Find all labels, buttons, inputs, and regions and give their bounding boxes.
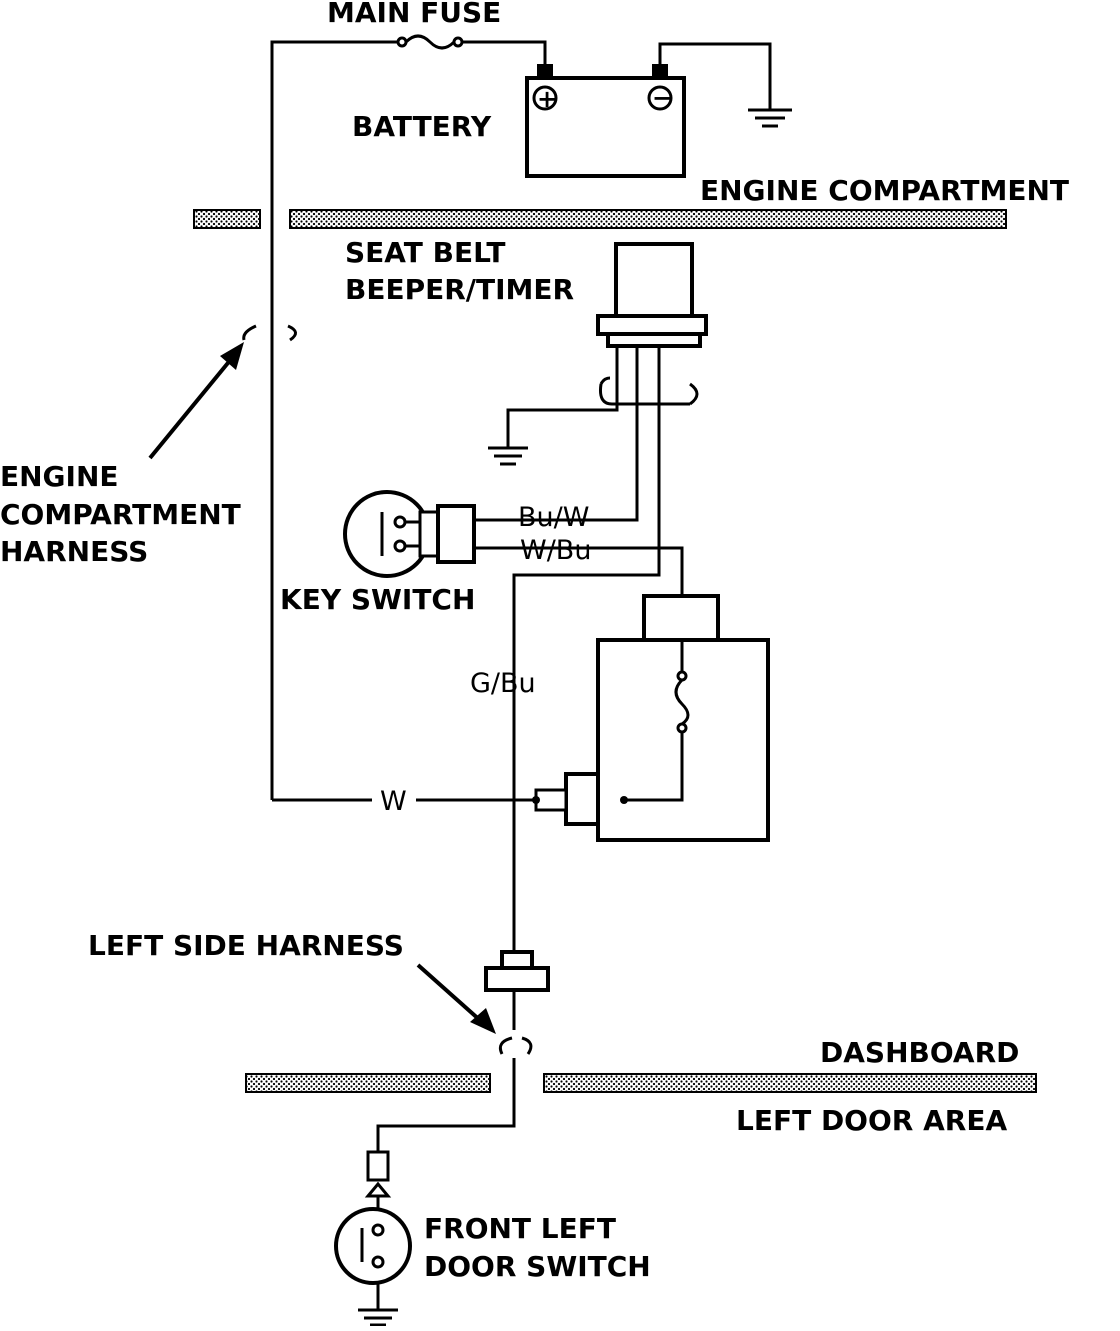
- engine-compartment-harness-arrow: ENGINE COMPARTMENT HARNESS: [0, 342, 244, 568]
- dashboard-label: DASHBOARD: [820, 1036, 1019, 1069]
- fuse-icon: [674, 678, 690, 726]
- main-fuse-label: MAIN FUSE: [327, 0, 501, 29]
- harness-label-line2: COMPARTMENT: [0, 498, 241, 531]
- seat-belt-label-line1: SEAT BELT: [345, 236, 505, 269]
- wire-label-w-bu: W/Bu: [520, 535, 591, 566]
- dashboard-divider: DASHBOARD LEFT DOOR AREA: [245, 1036, 1037, 1137]
- key-switch: KEY SWITCH: [280, 490, 684, 616]
- harness-label-line1: ENGINE: [0, 460, 119, 493]
- seat-belt-beeper-timer: SEAT BELT BEEPER/TIMER: [345, 236, 708, 348]
- front-left-door-switch: FRONT LEFT DOOR SWITCH: [334, 1150, 651, 1327]
- seat-belt-label-line2: BEEPER/TIMER: [345, 273, 574, 306]
- engine-compartment-divider: ENGINE COMPARTMENT: [193, 174, 1069, 229]
- ground-icon: [748, 108, 792, 128]
- ground-icon: [358, 1308, 398, 1327]
- left-side-harness-label: LEFT SIDE HARNESS: [88, 929, 404, 962]
- main-fuse-circuit: MAIN FUSE: [270, 0, 547, 800]
- left-side-harness-connector: LEFT SIDE HARNESS: [88, 929, 550, 1152]
- battery-negative-icon: [647, 85, 673, 111]
- main-fuse-icon: [404, 34, 456, 50]
- battery-ground: [658, 42, 792, 128]
- key-switch-label: KEY SWITCH: [280, 583, 475, 616]
- harness-clip-upper: [242, 324, 297, 342]
- battery: + − BATTERY: [352, 64, 686, 178]
- fuse-relay-box: [532, 594, 770, 842]
- battery-label: BATTERY: [352, 110, 492, 143]
- battery-positive-icon: [532, 85, 558, 111]
- battery-negative-symbol: −: [652, 84, 672, 112]
- left-door-area-label: LEFT DOOR AREA: [736, 1104, 1007, 1137]
- wire-label-w: W: [380, 786, 407, 817]
- w-wire: W: [272, 786, 536, 817]
- battery-positive-symbol: +: [537, 85, 557, 113]
- ground-icon: [488, 446, 528, 466]
- engine-compartment-label: ENGINE COMPARTMENT: [700, 174, 1069, 207]
- door-switch-label-line1: FRONT LEFT: [424, 1212, 616, 1245]
- door-switch-label-line2: DOOR SWITCH: [424, 1250, 651, 1283]
- wire-label-bu-w: Bu/W: [518, 502, 589, 533]
- harness-label-line3: HARNESS: [0, 535, 148, 568]
- beeper-wires: [474, 346, 699, 955]
- wire-label-g-bu: G/Bu: [470, 668, 536, 699]
